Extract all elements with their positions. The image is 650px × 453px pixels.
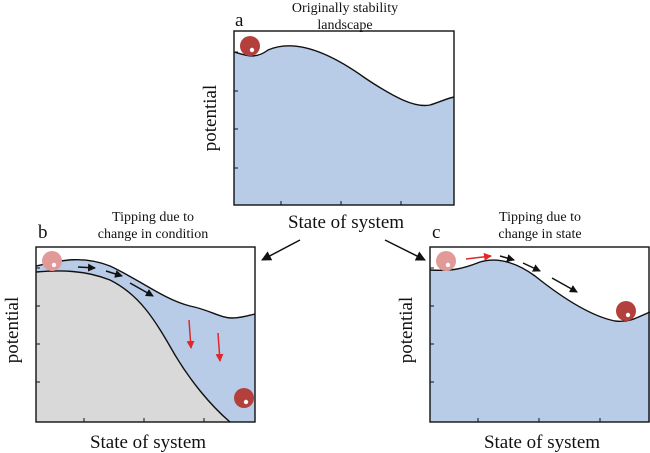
panel-a-title-line2: landscape — [317, 18, 372, 33]
panel-b-ball-end — [234, 388, 254, 408]
panel-a-xlabel: State of system — [288, 212, 404, 233]
panel-a-curve — [233, 45, 455, 107]
panel-c-push-arrow-red — [465, 252, 492, 261]
arrow-to-panel-c — [384, 239, 426, 261]
panel-b-frame — [35, 246, 256, 423]
panel-c-y-ticks — [430, 267, 434, 383]
panel-c-letter: c — [432, 222, 440, 243]
panel-c-x-ticks — [477, 418, 601, 422]
panel-a-title-line1: Originally stability — [292, 1, 398, 16]
panel-b-ylabel: potential — [2, 297, 23, 363]
panel-c-curve — [429, 259, 650, 323]
panel-a-letter: a — [235, 10, 244, 31]
panel-b-title-line1: Tipping due to — [112, 210, 194, 225]
panel-b-x-ticks — [83, 418, 205, 422]
panel-b: b Tipping due to change in condition pot… — [2, 210, 256, 453]
arrow-to-panel-b — [261, 239, 301, 261]
panel-b-title-line2: change in condition — [98, 227, 208, 242]
panel-b-move-arrow-2 — [105, 270, 123, 278]
panel-a-ylabel: potential — [200, 85, 221, 151]
panel-b-move-arrow-3 — [129, 282, 154, 297]
panel-a-x-ticks — [280, 201, 402, 205]
panel-c-title-line1: Tipping due to — [499, 210, 581, 225]
panel-b-curve-new — [35, 259, 256, 319]
panel-a-landscape — [234, 45, 454, 205]
panel-b-landscape-old — [36, 270, 230, 422]
panel-c-move-arrow-3 — [551, 277, 578, 293]
panel-c-title-line2: change in state — [498, 227, 581, 242]
panel-b-ball-start — [42, 251, 62, 271]
panel-b-collapse-arrow-1 — [186, 319, 195, 349]
panel-b-y-ticks — [36, 267, 40, 383]
panel-b-xlabel: State of system — [90, 432, 206, 453]
panel-a-frame — [233, 30, 455, 206]
panel-c-landscape — [430, 260, 650, 422]
panel-c-xlabel: State of system — [484, 432, 600, 453]
panel-c-move-arrow-2 — [522, 262, 541, 272]
panel-c-ball-end — [616, 301, 636, 321]
panel-a-y-ticks — [234, 51, 238, 169]
panel-c-ball-start — [436, 251, 456, 271]
panel-a-ball — [240, 36, 260, 56]
panel-c: c Tipping due to change in state potenti… — [396, 210, 650, 453]
panel-c-ylabel: potential — [396, 297, 417, 363]
panel-b-move-arrow-1 — [77, 263, 96, 272]
panel-c-move-arrow-1 — [499, 254, 515, 262]
panel-b-letter: b — [38, 222, 48, 243]
panel-a: a Originally stability landscape potenti… — [200, 1, 455, 233]
panel-b-collapse-arrow-2 — [215, 332, 224, 362]
panel-b-curve-old — [35, 270, 231, 423]
